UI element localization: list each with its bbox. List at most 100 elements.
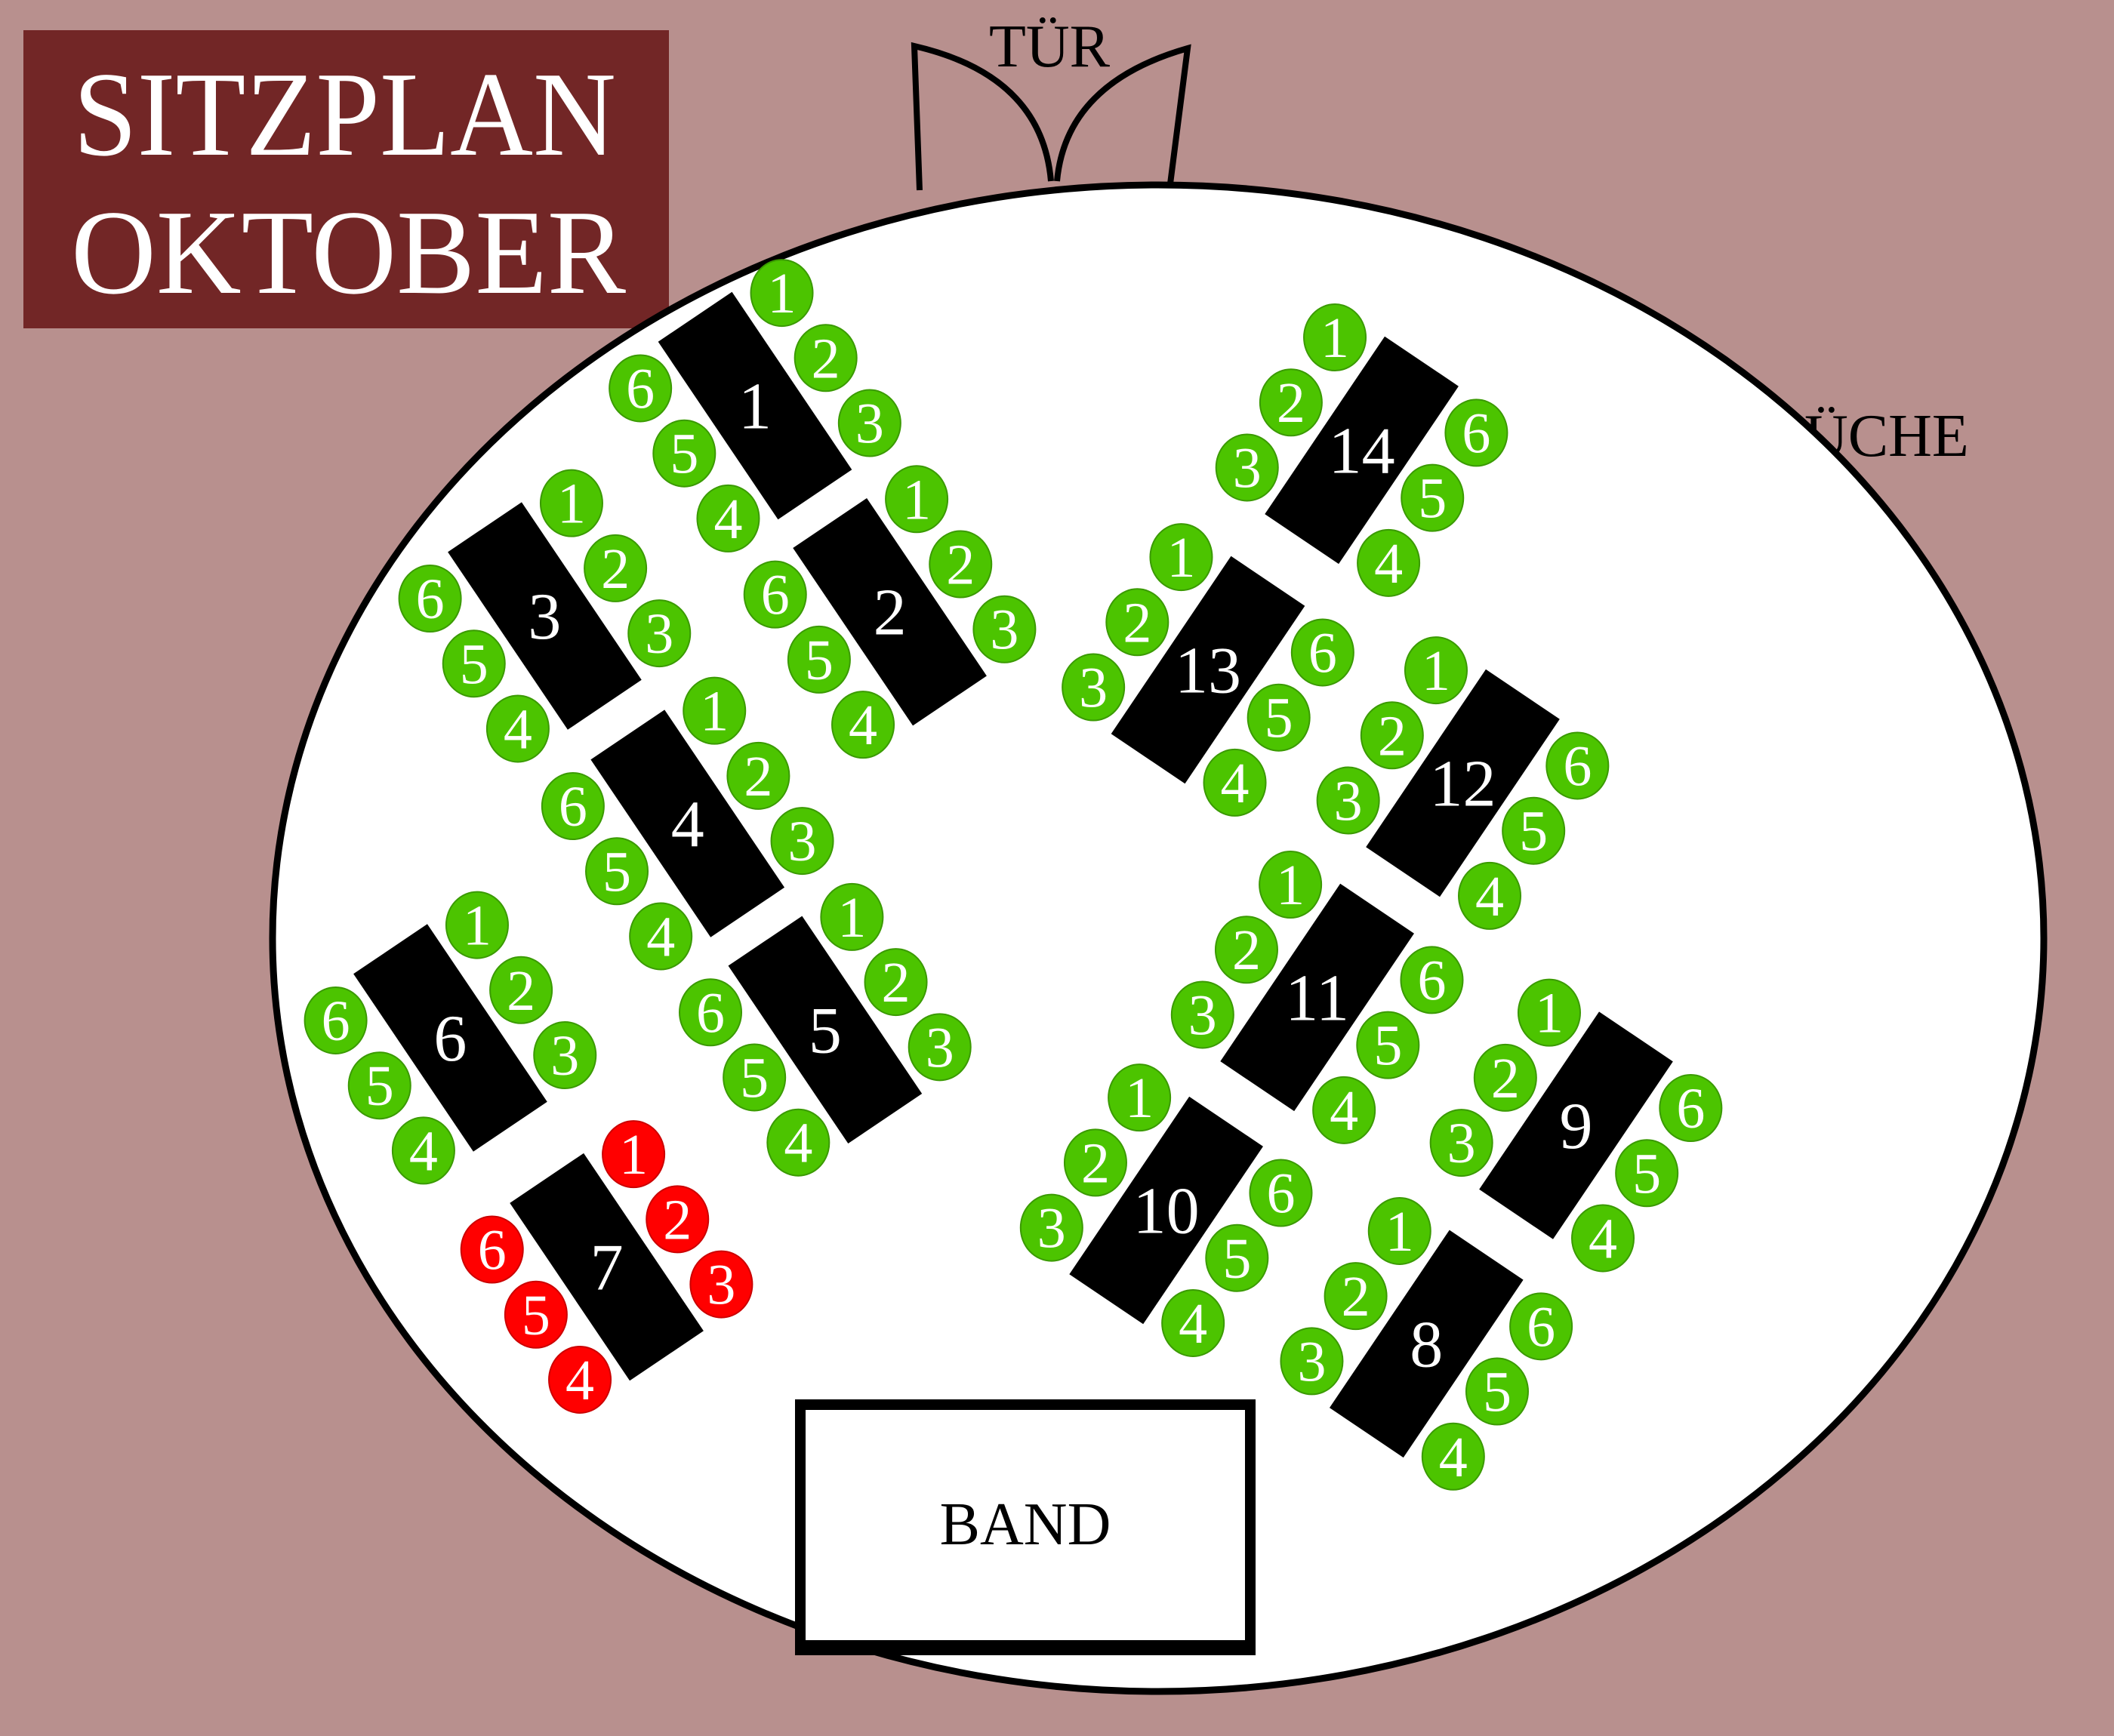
seat[interactable]: 4 (1421, 1422, 1485, 1491)
seat[interactable]: 1 (750, 259, 814, 328)
seat-circle[interactable] (584, 534, 648, 602)
seat-circle[interactable] (1571, 1204, 1635, 1273)
seat-circle[interactable] (679, 978, 743, 1047)
seat[interactable]: 3 (1316, 766, 1380, 835)
seat-circle[interactable] (652, 419, 716, 488)
seat[interactable]: 1 (1404, 636, 1468, 705)
seat-circle[interactable] (489, 956, 553, 1024)
seat[interactable]: 5 (1465, 1357, 1529, 1426)
seat[interactable]: 4 (1312, 1076, 1376, 1144)
seat[interactable]: 2 (929, 530, 993, 599)
seat-circle[interactable] (1259, 368, 1323, 437)
seat-circle[interactable] (750, 259, 814, 328)
seat[interactable]: 2 (489, 956, 553, 1024)
seat[interactable]: 3 (1062, 653, 1126, 722)
table-top[interactable] (1220, 883, 1414, 1112)
seat[interactable]: 6 (1659, 1074, 1723, 1143)
seat[interactable]: 1 (1108, 1063, 1172, 1132)
seat-circle[interactable] (1170, 980, 1234, 1049)
seat-circle[interactable] (1659, 1074, 1723, 1143)
seat[interactable]: 2 (864, 948, 928, 1017)
table-top[interactable] (1069, 1096, 1263, 1325)
seat[interactable]: 1 (1303, 303, 1367, 372)
seat-circle[interactable] (541, 772, 605, 841)
seat-circle[interactable] (766, 1108, 830, 1177)
seat[interactable]: 5 (1502, 796, 1566, 865)
seat-circle[interactable] (1312, 1076, 1376, 1144)
seat-circle[interactable] (1019, 1193, 1083, 1262)
table-top[interactable] (353, 924, 547, 1152)
seat-circle[interactable] (391, 1116, 455, 1185)
seat-circle[interactable] (627, 599, 692, 668)
seat[interactable]: 4 (391, 1116, 455, 1185)
seat[interactable]: 1 (683, 676, 747, 745)
seat[interactable]: 1 (1259, 851, 1323, 919)
seat-circle[interactable] (1444, 399, 1508, 467)
seat-circle[interactable] (485, 694, 550, 763)
seat[interactable]: 3 (1170, 980, 1234, 1049)
seat[interactable]: 6 (1444, 399, 1508, 467)
seat[interactable]: 6 (679, 978, 743, 1047)
seat-circle[interactable] (1280, 1327, 1344, 1396)
table-top[interactable] (728, 916, 923, 1144)
seat[interactable]: 2 (1360, 701, 1424, 770)
seat[interactable]: 5 (723, 1043, 787, 1112)
seat-circle[interactable] (723, 1043, 787, 1112)
seat-circle[interactable] (683, 676, 747, 745)
seat-circle[interactable] (1108, 1063, 1172, 1132)
seat-circle[interactable] (548, 1345, 612, 1414)
seat[interactable]: 5 (504, 1280, 568, 1349)
seat-circle[interactable] (1062, 653, 1126, 722)
seat[interactable]: 1 (820, 882, 884, 951)
seat[interactable]: 3 (1280, 1327, 1344, 1396)
seat-circle[interactable] (1404, 636, 1468, 705)
seat[interactable]: 1 (539, 469, 603, 537)
seat[interactable]: 1 (445, 891, 509, 959)
seat[interactable]: 6 (1290, 618, 1354, 687)
seat-circle[interactable] (1356, 1011, 1420, 1079)
seat[interactable]: 6 (1400, 946, 1464, 1014)
seat[interactable]: 4 (548, 1345, 612, 1414)
seat[interactable]: 6 (1545, 731, 1610, 800)
seat-circle[interactable] (972, 595, 1037, 663)
seat-circle[interactable] (820, 882, 884, 951)
seat[interactable]: 6 (460, 1215, 524, 1284)
seat-circle[interactable] (1517, 978, 1581, 1047)
seat[interactable]: 2 (1063, 1128, 1127, 1197)
seat-circle[interactable] (1215, 433, 1279, 502)
seat-circle[interactable] (726, 741, 790, 810)
seat-circle[interactable] (1367, 1196, 1431, 1265)
seat-circle[interactable] (1429, 1109, 1493, 1177)
seat[interactable]: 1 (1367, 1196, 1431, 1265)
seat[interactable]: 5 (1615, 1139, 1679, 1208)
seat-circle[interactable] (1509, 1292, 1573, 1361)
seat[interactable]: 5 (652, 419, 716, 488)
seat[interactable]: 5 (1356, 1011, 1420, 1079)
seat-circle[interactable] (460, 1215, 524, 1284)
seat[interactable]: 3 (533, 1021, 597, 1090)
seat[interactable]: 3 (972, 595, 1037, 663)
seat-circle[interactable] (1316, 766, 1380, 835)
seat[interactable]: 2 (726, 741, 790, 810)
seat[interactable]: 2 (1473, 1043, 1537, 1112)
seat[interactable]: 4 (485, 694, 550, 763)
seat[interactable]: 2 (584, 534, 648, 602)
seat[interactable]: 5 (347, 1051, 411, 1120)
seat-circle[interactable] (1149, 523, 1213, 592)
seat-circle[interactable] (445, 891, 509, 959)
seat[interactable]: 4 (629, 902, 693, 971)
seat-circle[interactable] (1545, 731, 1610, 800)
seat[interactable]: 4 (831, 691, 895, 759)
seat[interactable]: 6 (1249, 1159, 1313, 1227)
seat[interactable]: 3 (1429, 1109, 1493, 1177)
seat-circle[interactable] (1360, 701, 1424, 770)
seat-circle[interactable] (770, 807, 834, 876)
seat-circle[interactable] (1615, 1139, 1679, 1208)
seat[interactable]: 5 (1401, 463, 1465, 532)
